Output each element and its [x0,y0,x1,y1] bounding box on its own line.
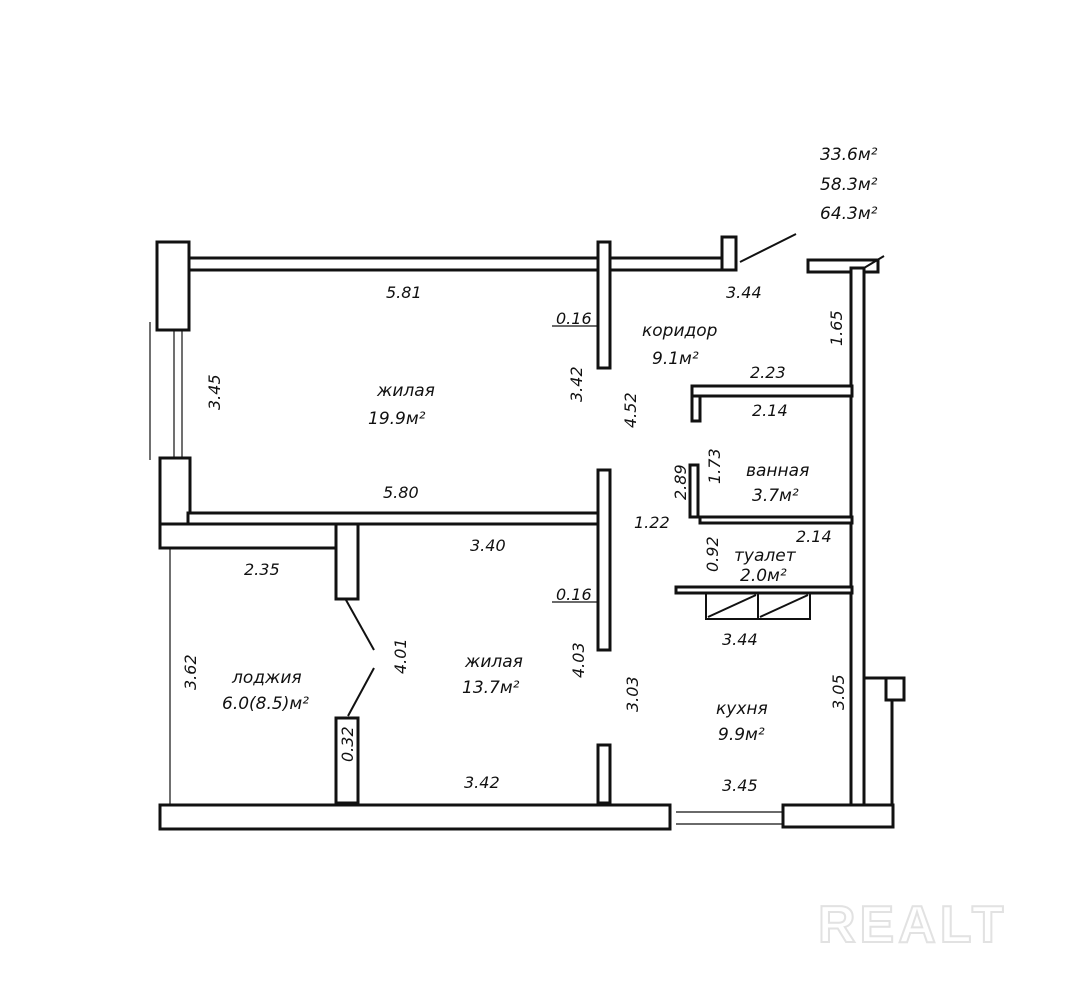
loggia-area: 6.0(8.5)м² [222,694,309,714]
right-exterior-wall [849,266,866,810]
entry-door-line [863,255,885,269]
bath-left-stub [690,394,702,423]
dim-bath-bottom: 2.14 [752,401,788,420]
kitchen-area: 9.9м² [718,725,765,745]
loggia-door-leaf-top [345,599,375,651]
dim-toilet-height: 0.92 [703,536,722,572]
dim-kitchen-top: 3.44 [722,630,758,649]
loggia-doors [345,599,375,717]
bath-inner-partition [688,463,700,519]
living2-name: жилая [464,652,523,672]
toilet-name: туалет [734,546,797,566]
dim-living2-top: 3.40 [470,536,506,555]
living1-area: 19.9м² [368,409,426,429]
walls [155,235,906,831]
dim-corridor-height: 4.52 [621,392,640,428]
dim-living2-bottom: 3.42 [464,773,500,792]
dimension-labels-horizontal: 5.81 3.44 0.16 2.23 2.14 5.80 1.22 2.14 … [244,283,832,795]
dim-loggia-top: 2.35 [244,560,280,579]
living1-name: жилая [376,381,435,401]
dim-bath-inner-a: 2.89 [671,464,690,500]
dim-top-corridor: 3.44 [726,283,762,302]
living2-area: 13.7м² [462,678,520,698]
dim-partition-height: 3.42 [567,366,586,402]
corridor-name: коридор [642,321,718,341]
loggia-name: лоджия [231,668,302,688]
total-areas: 33.6м² 58.3м² 64.3м² [820,145,878,224]
loggia-door-leaf-bottom [347,667,375,717]
room-labels: жилая 19.9м² коридор 9.1м² ванная 3.7м² … [222,321,809,745]
kitchen-name: кухня [716,699,768,719]
loggia-partition-top [334,522,360,601]
toilet-fixtures [705,592,811,620]
kitchen-partition-stub [596,743,612,805]
toilet-area: 2.0м² [740,566,787,586]
dim-living2-right: 4.03 [569,642,588,678]
bath-top-wall [690,384,854,398]
dim-kitchen-right: 3.05 [829,674,848,710]
right-wall-bump-cap [884,676,906,702]
dim-bath-top: 2.23 [750,363,786,382]
living1-bottom-wall [186,511,602,526]
bath-toilet-divider [698,515,854,525]
bath-area: 3.7м² [752,486,799,506]
dim-loggia-wall: 0.32 [338,726,357,762]
dim-top-living: 5.81 [386,283,422,302]
corridor-area: 9.1м² [652,349,699,369]
dim-living1-bottom: 5.80 [383,483,419,502]
bath-name: ванная [746,461,809,481]
bottom-exterior-wall-left [158,803,672,831]
left-exterior-wall-upper [155,240,191,332]
dim-kitchen-bottom: 3.45 [722,776,758,795]
dim-bath-inner-b: 1.73 [705,448,724,484]
loggia-partition-bottom [334,716,360,805]
loggia-top-wall [158,522,360,550]
dimension-labels-vertical: 3.45 3.42 4.52 1.65 2.89 1.73 0.92 3.62 … [181,310,848,762]
windows [149,233,885,825]
total-area-living: 33.6м² [820,145,878,165]
entry-leader-line [739,233,797,263]
dim-corridor-right: 1.65 [827,310,846,346]
fixture-diagonal-left [707,594,757,618]
dim-passage: 1.22 [634,513,670,532]
dim-living1-height: 3.45 [205,374,224,410]
corridor-partition-cap [720,235,738,272]
dim-toilet-top: 2.14 [796,527,832,546]
top-exterior-wall [186,256,735,272]
dim-kitchen-left: 3.03 [623,676,642,712]
bottom-exterior-wall-right [781,803,895,829]
corridor-partition-top [596,240,612,370]
total-area-main: 58.3м² [820,175,878,195]
dim-loggia-height: 3.62 [181,654,200,690]
total-area-full: 64.3м² [820,204,878,224]
dim-partition-thickness-mid: 0.16 [556,585,592,604]
fixture-diagonal-right [759,594,809,618]
central-partition [596,468,612,652]
fixture-box-right [757,592,811,620]
watermark-logo: REALT [818,896,1007,954]
dim-partition-thickness-top: 0.16 [556,309,592,328]
dim-living2-left: 4.01 [391,638,410,674]
